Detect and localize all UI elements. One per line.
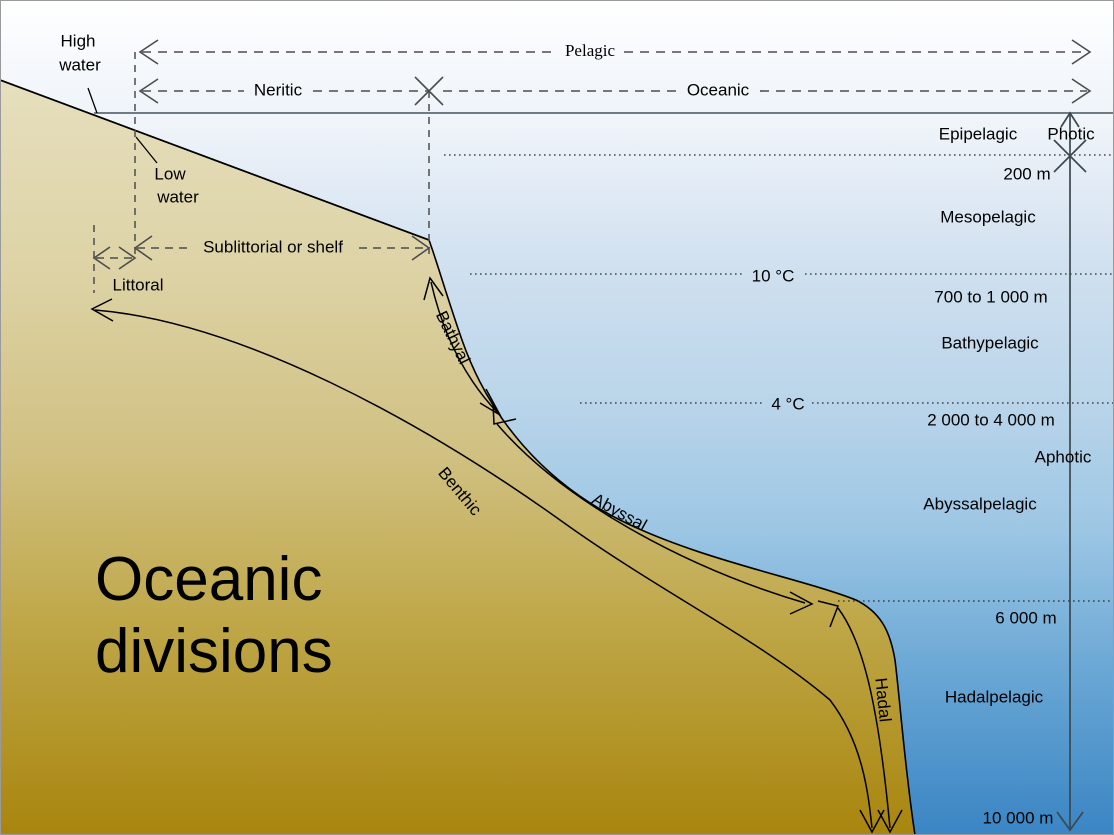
label-low-water-line2: water: [156, 187, 199, 206]
label-low-water-line1: Low: [154, 164, 186, 183]
label-abyssalpelagic: Abyssalpelagic: [923, 494, 1037, 513]
abyssal-arrow-path: [496, 423, 806, 604]
vertical-guides: [93, 52, 430, 293]
label-high-water-line1: High: [61, 31, 96, 50]
label-depth-2000-4000m: 2 000 to 4 000 m: [927, 410, 1055, 429]
label-temp-10c: 10 °C: [752, 266, 795, 285]
littoral-arrowhead-right: [118, 246, 137, 270]
label-pelagic: Pelagic: [565, 41, 615, 60]
label-temp-4c: 4 °C: [771, 394, 804, 413]
pelagic-arrowhead-left: [138, 39, 159, 65]
pelagic-arrowhead-right: [1071, 39, 1092, 65]
hadal-arrowhead-down: [877, 809, 903, 834]
littoral-arrowhead-left: [92, 246, 111, 270]
aphotic-arrowhead-down: [1056, 811, 1084, 832]
photic-aphotic-axis: [1053, 111, 1087, 832]
photic-arrowhead-up: [1060, 111, 1080, 128]
bathyal-arrowhead-up: [423, 276, 444, 301]
tide-leader-lines: [87, 87, 158, 164]
label-oceanic: Oceanic: [687, 80, 750, 99]
depth-lines: [444, 154, 1114, 602]
neritic-arrowhead-left: [138, 78, 159, 104]
pelagic-span: [138, 39, 1092, 65]
sublittorial-arrowhead-left: [133, 235, 153, 261]
label-hadal: Hadal: [871, 677, 895, 723]
page-title-line2: divisions: [95, 617, 333, 686]
sublittorial-arrowhead-right: [411, 235, 431, 261]
label-depth-200m: 200 m: [1003, 164, 1050, 183]
photic-boundary-cross: [1053, 139, 1087, 173]
label-bathypelagic: Bathypelagic: [941, 333, 1039, 352]
label-depth-6000m: 6 000 m: [995, 608, 1056, 627]
shelf-spans: [92, 235, 431, 270]
abyssal-arrowhead-right: [789, 591, 814, 615]
page-title-line1: Oceanic: [95, 545, 322, 614]
benthic-arrowhead-left: [90, 298, 114, 322]
label-depth-10000m: 10 000 m: [983, 808, 1054, 827]
hadal-arrowhead-up: [817, 600, 840, 628]
abyssal-arrowhead-up: [492, 403, 517, 425]
shore-slope-line: [0, 79, 430, 241]
sky-band: [0, 0, 1114, 115]
benthic-arrow-path: [94, 309, 873, 829]
bathyal-arrowhead-down: [479, 388, 502, 418]
low-water-leader: [135, 136, 158, 164]
label-photic: Photic: [1047, 124, 1095, 143]
oceanic-arrowhead-right: [1071, 78, 1092, 104]
label-epipelagic: Epipelagic: [939, 124, 1018, 143]
benthic-arrowhead-down: [859, 809, 885, 834]
label-littoral: Littoral: [112, 275, 163, 294]
seafloor-zone-arrows: [90, 276, 903, 834]
label-aphotic: Aphotic: [1035, 447, 1092, 466]
neritic-oceanic-span: [138, 76, 1092, 106]
label-mesopelagic: Mesopelagic: [940, 207, 1036, 226]
label-neritic: Neritic: [254, 80, 303, 99]
label-depth-700-1000m: 700 to 1 000 m: [934, 287, 1047, 306]
high-water-leader: [87, 87, 98, 114]
landmass-seafloor: [0, 79, 916, 835]
hadal-arrow-path: [837, 607, 891, 829]
label-sublittorial-or-shelf: Sublittorial or shelf: [203, 237, 343, 256]
label-hadalpelagic: Hadalpelagic: [945, 687, 1044, 706]
label-high-water-line2: water: [58, 55, 101, 74]
bathyal-arrow-path: [430, 281, 498, 413]
